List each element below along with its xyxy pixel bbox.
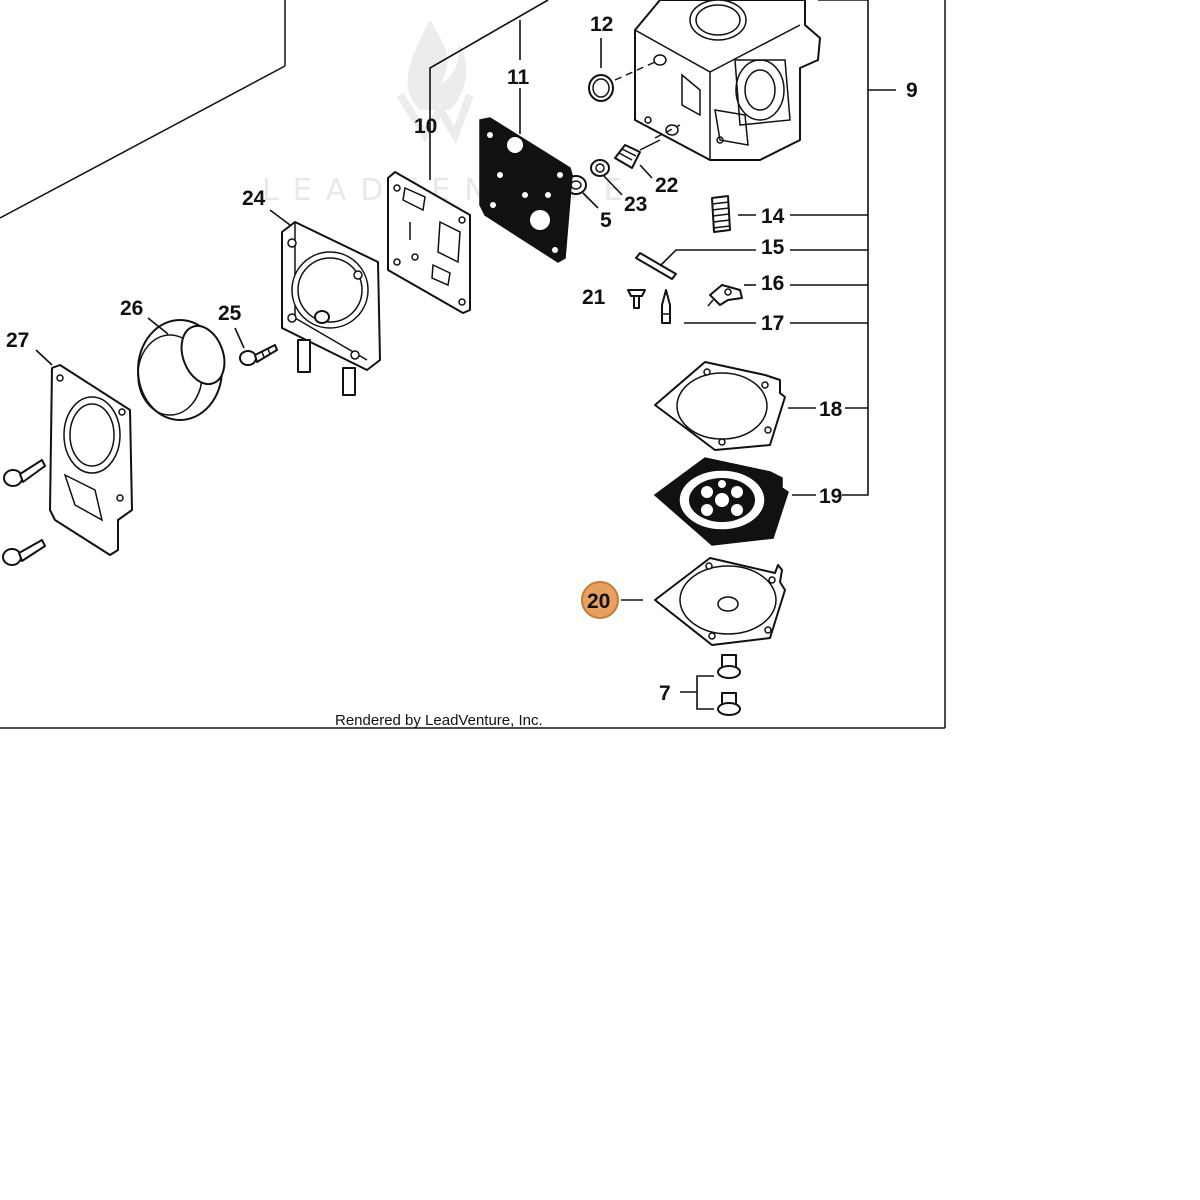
part-15-pin[interactable] xyxy=(635,249,756,280)
callout-16[interactable]: 16 xyxy=(761,272,784,295)
part-9-carburetor-body[interactable] xyxy=(634,0,821,161)
callout-17[interactable]: 17 xyxy=(761,312,784,335)
assembly-bracket-top xyxy=(429,0,549,145)
callout-22[interactable]: 22 xyxy=(655,174,678,197)
part-26-primer-bulb[interactable] xyxy=(137,317,232,421)
part-12-filter-screen[interactable] xyxy=(588,38,656,102)
part-27-screws[interactable] xyxy=(2,459,46,566)
part-22-needle[interactable] xyxy=(614,124,681,179)
callout-15[interactable]: 15 xyxy=(761,236,785,259)
callout-12[interactable]: 12 xyxy=(590,13,613,36)
part-17-needle-valve[interactable] xyxy=(661,289,756,324)
part-27-plate[interactable] xyxy=(35,349,133,556)
callout-23[interactable]: 23 xyxy=(624,193,647,216)
part-20-metering-cover[interactable] xyxy=(621,557,786,646)
assembly-bracket-9 xyxy=(790,0,896,496)
part-7-screws[interactable] xyxy=(680,654,741,716)
part-24-pump-cover[interactable] xyxy=(269,209,381,396)
part-18-gasket[interactable] xyxy=(654,361,816,451)
callout-9[interactable]: 9 xyxy=(906,79,918,102)
part-11-pump-diaphragm[interactable] xyxy=(479,88,573,263)
part-21-screw[interactable] xyxy=(627,289,646,309)
callout-27[interactable]: 27 xyxy=(6,329,29,352)
callout-21[interactable]: 21 xyxy=(582,286,606,309)
callout-14[interactable]: 14 xyxy=(761,205,785,228)
callout-5[interactable]: 5 xyxy=(600,209,612,232)
part-23-spring[interactable] xyxy=(590,159,623,196)
part-19-metering-diaphragm[interactable] xyxy=(653,457,816,546)
callout-10[interactable]: 10 xyxy=(414,115,437,138)
callout-26[interactable]: 26 xyxy=(120,297,143,320)
part-16-inlet-lever[interactable] xyxy=(707,284,756,307)
callout-7[interactable]: 7 xyxy=(659,682,671,705)
part-25-screw[interactable] xyxy=(234,327,278,366)
callout-25[interactable]: 25 xyxy=(218,302,242,325)
callout-20[interactable]: 20 xyxy=(587,590,610,613)
part-10-gasket[interactable] xyxy=(387,145,471,314)
highlight-circle-20 xyxy=(581,581,619,619)
callout-24[interactable]: 24 xyxy=(242,187,266,210)
diagram-frame xyxy=(0,0,946,729)
callout-19[interactable]: 19 xyxy=(819,485,842,508)
credit-text: Rendered by LeadVenture, Inc. xyxy=(335,712,543,729)
part-14-spring[interactable] xyxy=(711,195,756,233)
callout-11[interactable]: 11 xyxy=(507,66,530,89)
callout-18[interactable]: 18 xyxy=(819,398,843,421)
